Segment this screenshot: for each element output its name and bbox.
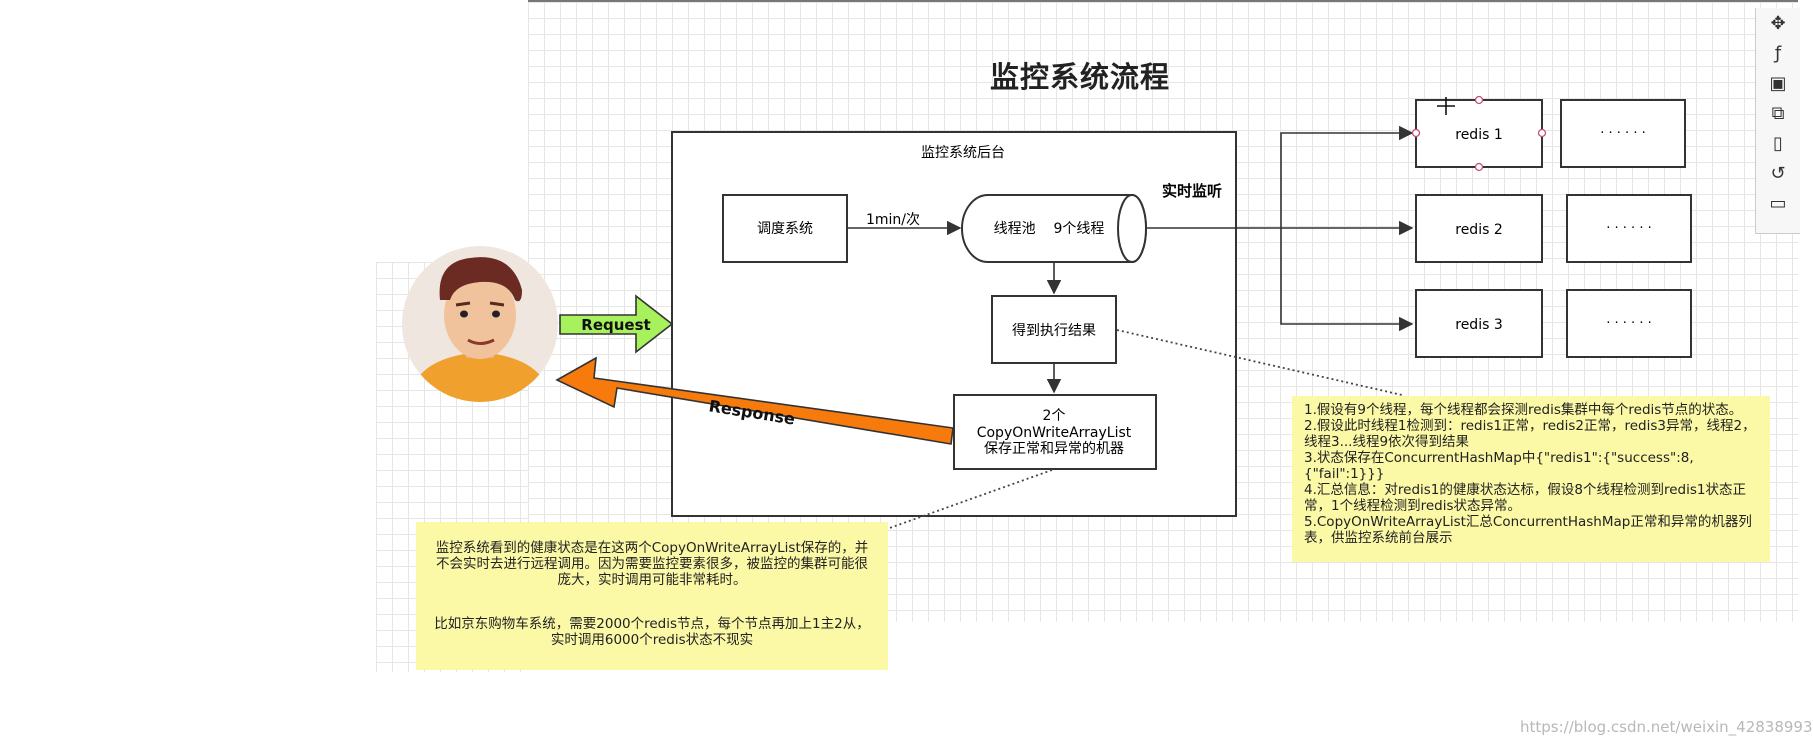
move-cursor-icon bbox=[1437, 97, 1455, 115]
scheduler-label: 调度系统 bbox=[757, 221, 813, 237]
note-left[interactable]: 监控系统看到的健康状态是在这两个CopyOnWriteArrayList保存的，… bbox=[416, 522, 888, 670]
note-left-paragraph-2: 比如京东购物车系统，需要2000个redis节点，每个节点再加上1主2从，实时调… bbox=[434, 616, 870, 648]
result-label: 得到执行结果 bbox=[1012, 322, 1096, 339]
ellipsis-label-1: · · · · · · bbox=[1600, 126, 1645, 141]
threadpool-cylinder[interactable] bbox=[961, 194, 1147, 263]
note-right-line: 1.假设有9个线程，每个线程都会探测redis集群中每个redis节点的状态。 bbox=[1304, 402, 1743, 418]
result-box[interactable] bbox=[991, 295, 1117, 364]
note-right-line: 4.汇总信息：对redis1的健康状态达标，假设8个线程检测到redis1状态正… bbox=[1304, 482, 1746, 514]
ellipsis-box-2[interactable] bbox=[1566, 194, 1692, 263]
rate-label: 1min/次 bbox=[866, 212, 920, 228]
history-icon[interactable]: ↺ bbox=[1770, 162, 1786, 184]
selection-handles[interactable] bbox=[1411, 95, 1547, 172]
user-avatar[interactable] bbox=[402, 246, 558, 402]
dotted-connector-right bbox=[1116, 329, 1403, 396]
cow-label-line-2: CopyOnWriteArrayList bbox=[977, 425, 1132, 441]
realtime-connectors bbox=[1146, 125, 1414, 332]
cow-box[interactable] bbox=[953, 394, 1157, 470]
calendar-add-icon[interactable]: ▣ bbox=[1769, 72, 1787, 94]
ellipsis-label-2: · · · · · · bbox=[1606, 221, 1651, 236]
move-icon[interactable]: ✥ bbox=[1770, 12, 1786, 34]
request-arrow[interactable] bbox=[559, 294, 674, 354]
response-arrow[interactable] bbox=[555, 356, 954, 445]
redis-label-2: redis 2 bbox=[1455, 222, 1503, 238]
diagram-title: 监控系统流程 bbox=[989, 60, 1170, 94]
redis-node-3[interactable] bbox=[1415, 289, 1543, 358]
copy-icon[interactable]: ⧉ bbox=[1771, 102, 1785, 124]
backend-label: 监控系统后台 bbox=[921, 145, 1005, 161]
page-icon[interactable]: ▯ bbox=[1773, 132, 1783, 154]
realtime-label: 实时监听 bbox=[1162, 182, 1222, 200]
watermark: https://blog.csdn.net/weixin_42838993 bbox=[1520, 718, 1813, 736]
cow-label-line-1: 2个 bbox=[1043, 408, 1066, 424]
note-left-paragraph-1: 监控系统看到的健康状态是在这两个CopyOnWriteArrayList保存的，… bbox=[435, 540, 869, 588]
ellipsis-label-3: · · · · · · bbox=[1606, 316, 1651, 331]
note-right-line: 5.CopyOnWriteArrayList汇总ConcurrentHashMa… bbox=[1304, 514, 1752, 546]
request-label: Request bbox=[581, 316, 650, 334]
comment-icon[interactable]: ▭ bbox=[1769, 192, 1787, 214]
threadpool-label: 线程池 9个线程 bbox=[994, 221, 1105, 237]
ellipsis-box-3[interactable] bbox=[1566, 289, 1692, 358]
redis-node-1[interactable] bbox=[1415, 99, 1543, 168]
ellipsis-box-1[interactable] bbox=[1560, 99, 1686, 168]
redis-node-2[interactable] bbox=[1415, 194, 1543, 263]
redis-label-1: redis 1 bbox=[1455, 127, 1503, 143]
note-right[interactable]: 1.假设有9个线程，每个线程都会探测redis集群中每个redis节点的状态。 … bbox=[1292, 396, 1770, 562]
side-toolbar: ✥ ƒ ▣ ⧉ ▯ ↺ ▭ bbox=[1755, 8, 1800, 234]
cow-label-line-3: 保存正常和异常的机器 bbox=[984, 441, 1124, 457]
note-right-line: 2.假设此时线程1检测到：redis1正常，redis2正常，redis3异常，… bbox=[1304, 418, 1756, 450]
redis-label-3: redis 3 bbox=[1455, 317, 1503, 333]
function-icon[interactable]: ƒ bbox=[1774, 42, 1782, 64]
note-right-line: 3.状态保存在ConcurrentHashMap中{"redis1":{"suc… bbox=[1304, 450, 1694, 482]
